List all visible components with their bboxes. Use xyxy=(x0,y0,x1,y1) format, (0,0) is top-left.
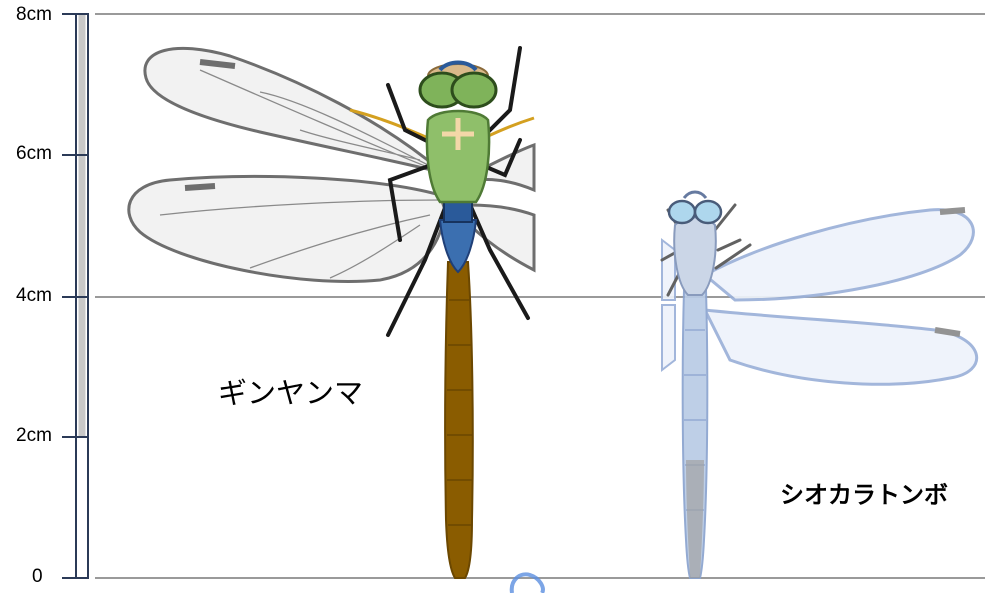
shiokaratonbo-illustration xyxy=(662,192,977,578)
shiokaratonbo-label: シオカラトンボ xyxy=(780,475,948,510)
ginyanma-illustration xyxy=(129,48,534,578)
scale-label-4cm: 4cm xyxy=(16,285,52,307)
scale-label-2cm: 2cm xyxy=(16,425,52,447)
scale-label-6cm: 6cm xyxy=(16,143,52,165)
scale-label-0: 0 xyxy=(32,566,43,588)
scale-label-8cm: 8cm xyxy=(16,4,52,26)
scale-ruler xyxy=(62,14,88,578)
ginyanma-label: ギンヤンマ xyxy=(218,370,363,412)
